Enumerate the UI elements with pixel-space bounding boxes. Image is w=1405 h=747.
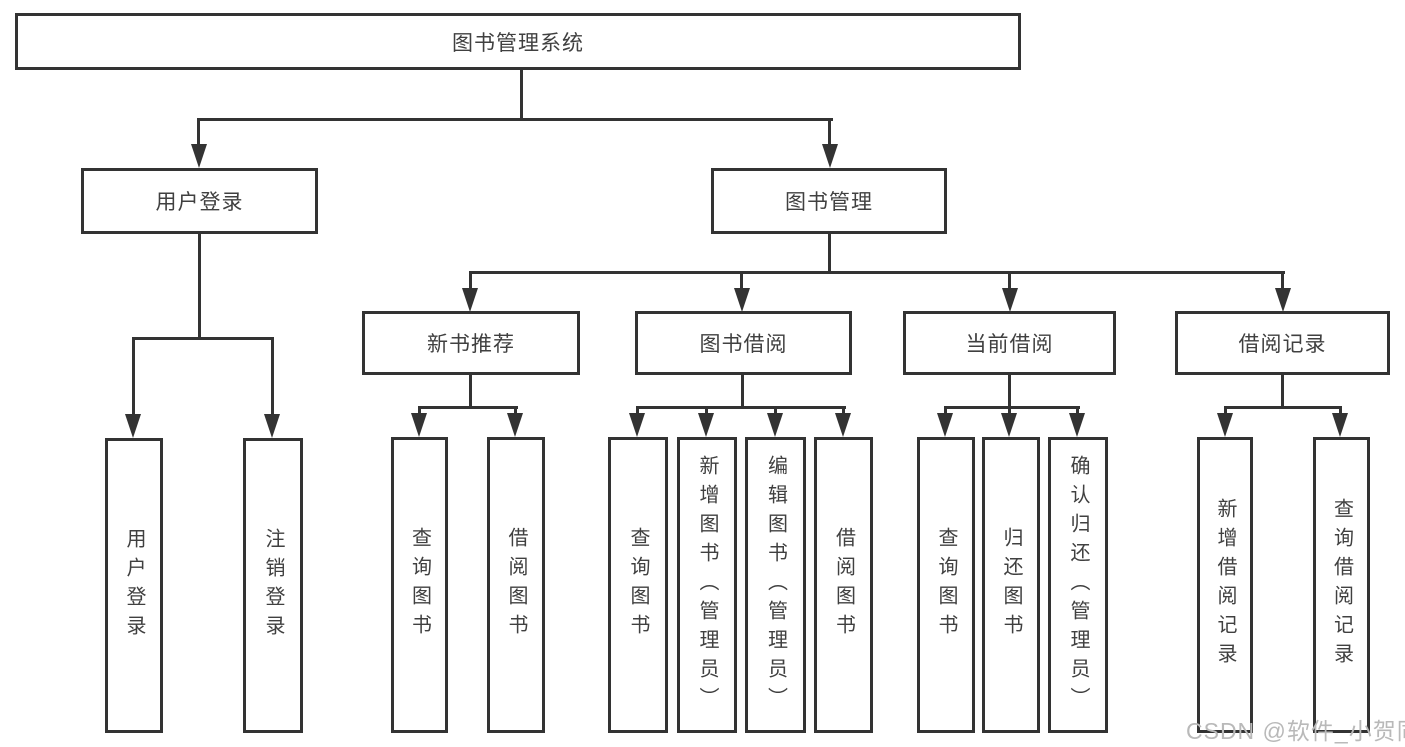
arrowhead-book-management xyxy=(822,144,838,168)
arrowhead-leaf-user-login xyxy=(125,414,141,438)
arrowhead-user-login xyxy=(191,144,207,168)
arrowhead-record-add xyxy=(1217,413,1233,437)
connector-borrow-drop-2 xyxy=(705,406,708,416)
node-book-management: 图书管理 xyxy=(711,168,947,234)
connector-mgmt-spread xyxy=(469,271,1285,274)
connector-root-right-drop xyxy=(828,118,831,150)
connector-record-drop-1 xyxy=(1224,406,1227,416)
connector-borrow-trunk xyxy=(741,375,744,408)
leaf-current-query-books: 查询图书 xyxy=(917,437,975,733)
leaf-borrow-borrow-books: 借阅图书 xyxy=(814,437,873,733)
connector-mgmt-drop-2 xyxy=(740,271,743,291)
leaf-logout: 注销登录 xyxy=(243,438,303,733)
connector-current-drop-2 xyxy=(1008,406,1011,416)
arrowhead-current-return xyxy=(1001,413,1017,437)
leaf-record-query: 查询借阅记录 xyxy=(1313,437,1370,733)
connector-root-trunk xyxy=(520,69,523,120)
arrowhead-record-query xyxy=(1332,413,1348,437)
leaf-newbook-borrow-books: 借阅图书 xyxy=(487,437,545,733)
leaf-current-confirm-return-admin: 确认归还（管理员） xyxy=(1048,437,1108,733)
arrowhead-borrow-borrow xyxy=(835,413,851,437)
connector-current-drop-3 xyxy=(1076,406,1079,416)
connector-mgmt-trunk xyxy=(828,233,831,273)
connector-mgmt-drop-3 xyxy=(1008,271,1011,291)
connector-current-drop-1 xyxy=(944,406,947,416)
connector-borrow-drop-4 xyxy=(842,406,845,416)
connector-record-spread xyxy=(1224,406,1342,409)
arrowhead-newbook-query xyxy=(411,413,427,437)
leaf-newbook-query-books: 查询图书 xyxy=(391,437,448,733)
connector-mgmt-drop-4 xyxy=(1281,271,1284,291)
connector-record-drop-2 xyxy=(1339,406,1342,416)
connector-current-trunk xyxy=(1008,375,1011,408)
leaf-user-login: 用户登录 xyxy=(105,438,163,733)
node-new-book-recommend: 新书推荐 xyxy=(362,311,580,375)
arrowhead-borrow-edit xyxy=(767,413,783,437)
connector-root-spread xyxy=(197,118,833,121)
leaf-borrow-edit-books-admin: 编辑图书（管理员） xyxy=(745,437,806,733)
leaf-record-add: 新增借阅记录 xyxy=(1197,437,1253,733)
arrowhead-borrow-record xyxy=(1275,288,1291,312)
connector-current-spread xyxy=(944,406,1080,409)
arrowhead-leaf-logout xyxy=(264,414,280,438)
connector-newbook-spread xyxy=(418,406,518,409)
leaf-borrow-query-books: 查询图书 xyxy=(608,437,668,733)
leaf-current-return-books: 归还图书 xyxy=(982,437,1040,733)
arrowhead-borrow-query xyxy=(629,413,645,437)
connector-root-left-drop xyxy=(197,118,200,150)
arrowhead-current-borrow xyxy=(1002,288,1018,312)
connector-user-drop-1 xyxy=(132,337,135,417)
node-root: 图书管理系统 xyxy=(15,13,1021,70)
connector-newbook-drop-2 xyxy=(514,406,517,416)
arrowhead-borrow-add xyxy=(698,413,714,437)
connector-mgmt-drop-1 xyxy=(469,271,472,291)
leaf-borrow-add-books-admin: 新增图书（管理员） xyxy=(677,437,737,733)
arrowhead-current-confirm xyxy=(1069,413,1085,437)
arrowhead-current-query xyxy=(937,413,953,437)
arrowhead-book-borrow xyxy=(734,288,750,312)
node-user-login: 用户登录 xyxy=(81,168,318,234)
node-current-borrow: 当前借阅 xyxy=(903,311,1116,375)
csdn-watermark: CSDN @软件_小贺同学 xyxy=(1186,718,1405,744)
connector-record-trunk xyxy=(1281,375,1284,408)
connector-user-trunk xyxy=(198,234,201,339)
connector-user-drop-2 xyxy=(271,337,274,417)
connector-user-spread xyxy=(132,337,274,340)
connector-newbook-trunk xyxy=(469,375,472,408)
arrowhead-new-book xyxy=(462,288,478,312)
connector-borrow-drop-3 xyxy=(774,406,777,416)
node-book-borrow: 图书借阅 xyxy=(635,311,852,375)
connector-borrow-drop-1 xyxy=(636,406,639,416)
arrowhead-newbook-borrow xyxy=(507,413,523,437)
connector-borrow-spread xyxy=(636,406,846,409)
connector-newbook-drop-1 xyxy=(418,406,421,416)
node-borrow-record: 借阅记录 xyxy=(1175,311,1390,375)
